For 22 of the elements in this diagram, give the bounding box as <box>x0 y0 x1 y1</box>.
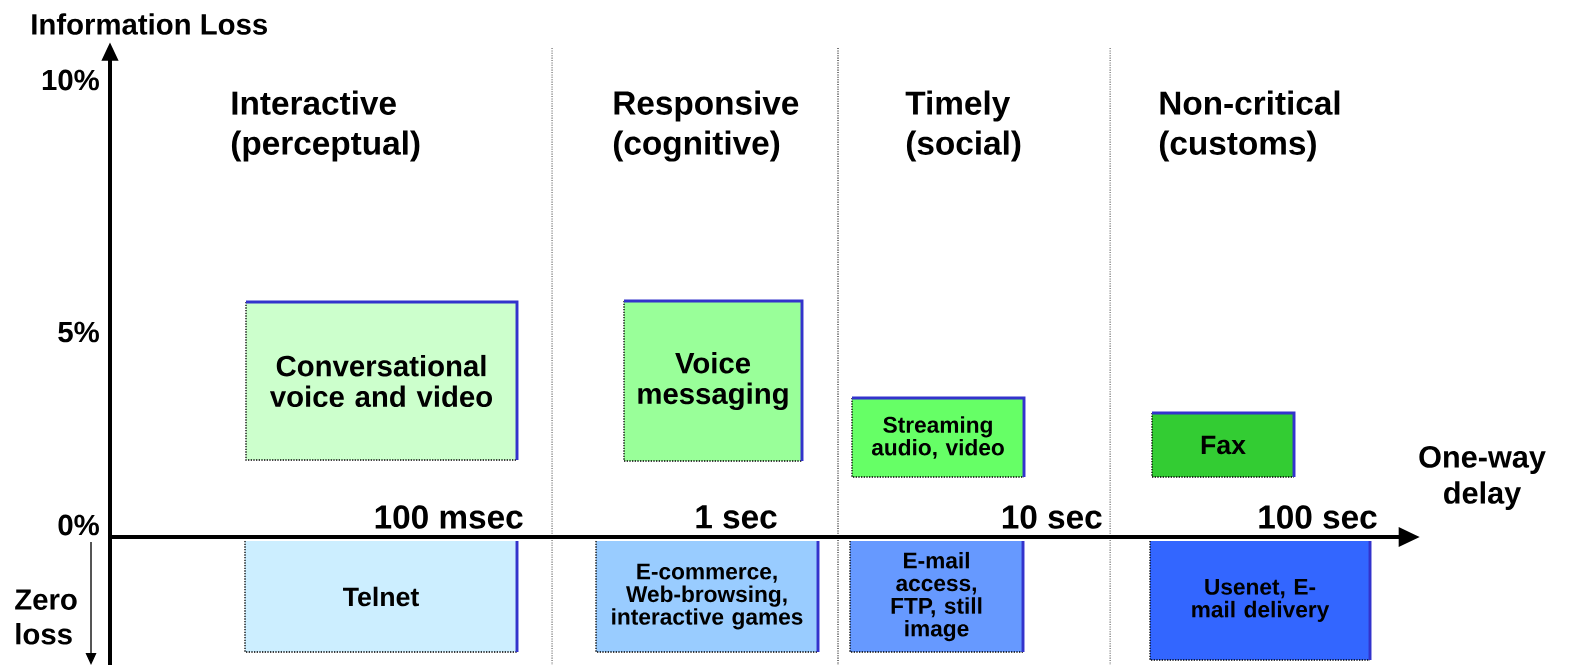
category-box: Voice messaging <box>623 299 804 462</box>
tick-label: 1 sec <box>696 505 777 529</box>
category-box: Usenet, E-mail delivery <box>1149 540 1372 661</box>
tick-label: 5% <box>58 321 99 343</box>
tick-label: 100 msec <box>375 505 523 529</box>
column-heading: Interactive (perceptual) <box>231 90 420 162</box>
category-box: Conversational voice and video <box>245 300 519 461</box>
category-box: E-commerce, Web-browsing, interactive games <box>595 540 820 653</box>
tick-label: 100 sec <box>1259 505 1377 529</box>
category-box: Streaming audio, video <box>851 396 1026 478</box>
tick-label: 10 sec <box>1002 505 1102 529</box>
tick-label: 10% <box>42 69 99 91</box>
category-box: E-mail access, FTP, still image <box>849 540 1025 653</box>
category-box: Fax <box>1151 411 1296 478</box>
column-heading: Non-critical (customs) <box>1159 90 1340 162</box>
axis-title: Zero loss <box>15 589 77 645</box>
column-heading: Timely (social) <box>905 90 1021 162</box>
category-box: Telnet <box>244 540 519 653</box>
axis-title: Information Loss <box>32 13 267 35</box>
axis-title: One-way delay <box>1419 446 1546 510</box>
tick-label: 0% <box>58 514 99 536</box>
column-heading: Responsive (cognitive) <box>613 90 799 162</box>
